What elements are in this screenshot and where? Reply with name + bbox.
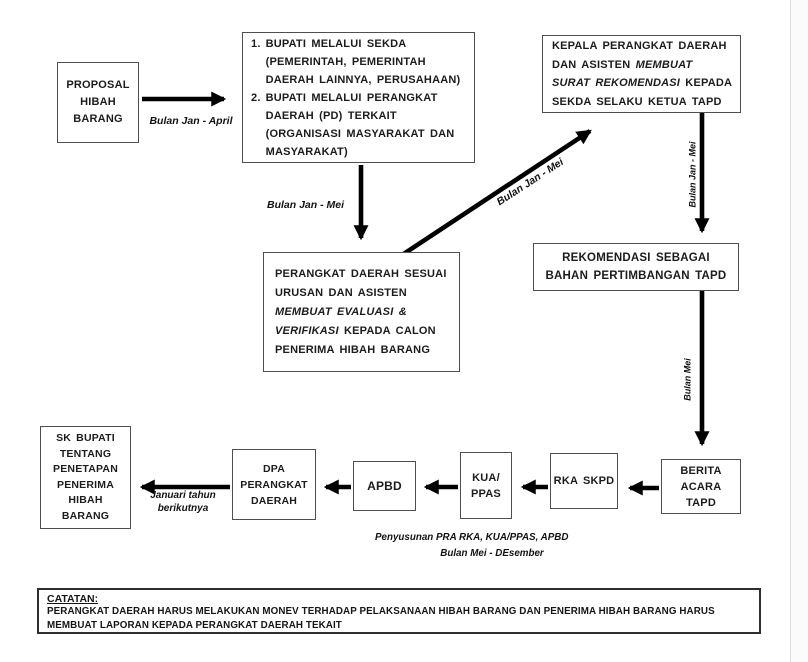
box-text-line: PENERIMA HIBAH BARANG <box>275 343 431 356</box>
box-rekomendasi-tapd: REKOMENDASI SEBAGAI BAHAN PERTIMBANGAN T… <box>533 243 739 291</box>
box-text-line: SURAT REKOMENDASI KEPADA <box>552 77 733 89</box>
box-text-line: SEKDA SELAKU KETUA TAPD <box>552 95 722 108</box>
box-text-line: DAN ASISTEN MEMBUAT <box>552 58 693 71</box>
box-text-line: KUA/ <box>472 471 500 484</box>
caption-penyusunan: Penyusunan PRA RKA, KUA/PPAS, APBD <box>375 532 569 543</box>
box-text-line: BERITA <box>680 464 722 477</box>
box-text-line: TAPD <box>686 496 716 509</box>
box-rka-skpd: RKA SKPD <box>550 453 618 509</box>
box-text-line: PERANGKAT <box>240 478 308 491</box>
box-kua-ppas: KUA/ PPAS <box>460 452 512 519</box>
label-bulan-jan-mei-down: Bulan Jan - Mei <box>266 199 344 211</box>
box-text-line: HIBAH <box>80 96 116 108</box>
box-text-line: PROPOSAL <box>66 79 130 91</box>
box-text-line: TENTANG <box>59 447 112 460</box>
list-item-text: BUPATI MELALUI SEKDA (PEMERINTAH, PEMERI… <box>265 37 461 86</box>
box-text-line: REKOMENDASI SEBAGAI <box>562 252 710 264</box>
box-text-line: PPAS <box>471 487 501 500</box>
box-text-line: URUSAN DAN ASISTEN <box>275 286 407 299</box>
label-bulan-jan-mei-right: Bulan Jan - Mei <box>687 141 698 208</box>
catatan-body: PERANGKAT DAERAH HARUS MELAKUKAN MONEV T… <box>47 606 715 631</box>
page-edge-band <box>790 0 808 662</box>
box-text-line: DAERAH <box>250 494 298 507</box>
box-kepala-perangkat-daerah: KEPALA PERANGKAT DAERAH DAN ASISTEN MEMB… <box>542 35 741 113</box>
box-text-line: RKA SKPD <box>553 474 615 487</box>
box-berita-acara-tapd: BERITA ACARA TAPD <box>661 459 741 514</box>
box-text-line: BARANG <box>73 113 123 125</box>
box-text-line: KEPALA PERANGKAT DAERAH <box>552 40 727 52</box>
list-item: 2. BUPATI MELALUI PERANGKAT DAERAH (PD) … <box>243 89 474 161</box>
box-text-line: MEMBUAT EVALUASI & <box>275 305 407 318</box>
list-item-text: BUPATI MELALUI PERANGKAT DAERAH (PD) TER… <box>265 91 455 158</box>
box-text-line: ACARA <box>680 480 722 493</box>
label-januari-tahun-berikutnya: Januari tahun berikutnya <box>150 490 216 514</box>
label-bulan-jan-april: Bulan Jan - April <box>149 115 233 127</box>
box-text-line: BAHAN PERTIMBANGAN TAPD <box>545 270 727 282</box>
box-text-line: PERANGKAT DAERAH SESUAI <box>275 267 447 280</box>
list-item: 1. BUPATI MELALUI SEKDA (PEMERINTAH, PEM… <box>243 35 474 89</box>
box-perangkat-daerah-evaluasi: PERANGKAT DAERAH SESUAI URUSAN DAN ASIST… <box>263 252 460 372</box>
arrow-perangkat-to-kepala <box>400 129 592 257</box>
box-proposal-hibah-barang: PROPOSAL HIBAH BARANG <box>57 62 139 143</box>
box-apbd: APBD <box>353 461 416 511</box>
label-bulan-mei: Bulan Mei <box>682 358 693 401</box>
caption-bulan-mei-desember: Bulan Mei - DEsember <box>440 548 544 559</box>
catatan-title: CATATAN: <box>47 593 99 605</box>
box-text-line: PENETAPAN <box>53 463 118 475</box>
box-text-line: HIBAH <box>68 494 103 506</box>
catatan-note-box: CATATAN: PERANGKAT DAERAH HARUS MELAKUKA… <box>37 588 761 634</box>
box-text-line: VERIFIKASI KEPADA CALON <box>275 324 436 337</box>
box-text-line: SK BUPATI <box>56 432 115 444</box>
box-sk-bupati: SK BUPATI TENTANG PENETAPAN PENERIMA HIB… <box>40 426 131 529</box>
box-text-line: PENERIMA <box>56 478 115 491</box>
box-text-line: BARANG <box>61 509 110 522</box>
list-item-number: 2. <box>251 91 261 104</box>
box-dpa-perangkat-daerah: DPA PERANGKAT DAERAH <box>232 449 316 520</box>
box-text-line: APBD <box>367 478 402 493</box>
box-text-line: DPA <box>263 462 285 475</box>
list-item-number: 1. <box>251 37 261 50</box>
box-submission-channels: 1. BUPATI MELALUI SEKDA (PEMERINTAH, PEM… <box>242 32 475 163</box>
